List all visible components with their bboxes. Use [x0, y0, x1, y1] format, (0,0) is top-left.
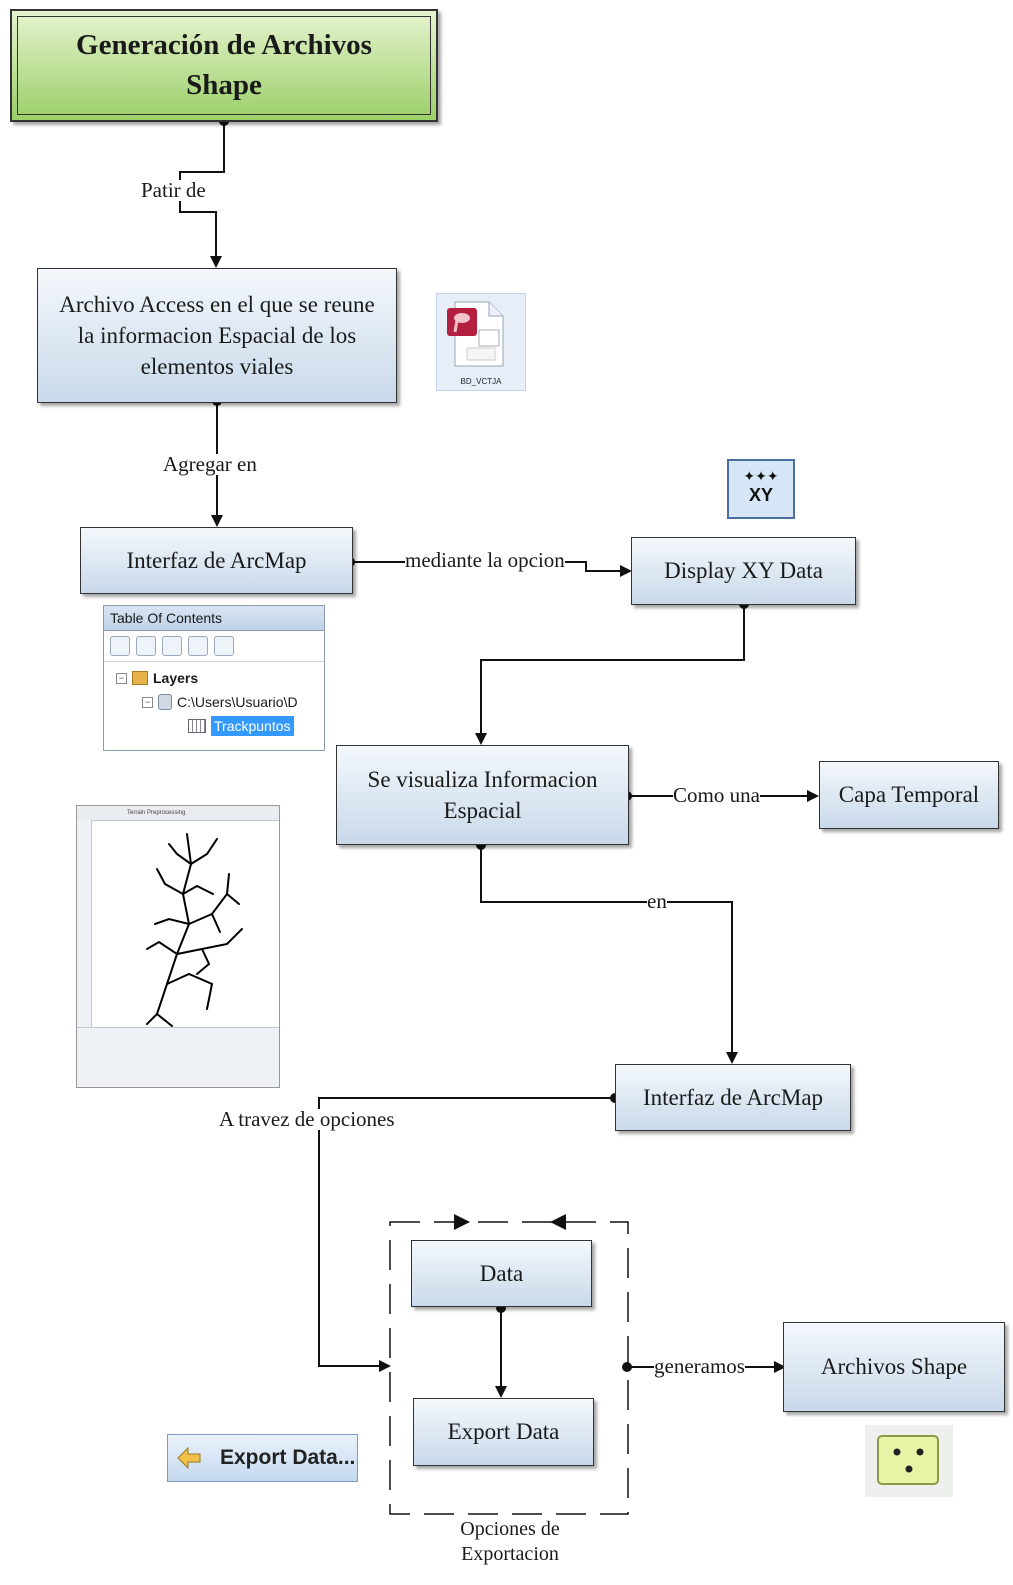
access-file-text: Archivo Access en el que se reune la inf…	[59, 291, 375, 380]
add-xy-data-icon: ✦✦✦ XY	[727, 459, 795, 519]
table-of-contents-panel: Table Of Contents − Layers − C:\Users\Us…	[103, 605, 325, 751]
toc-title: Table Of Contents	[104, 606, 324, 631]
toc-layers-row[interactable]: − Layers	[116, 668, 198, 688]
road-network-map	[146, 833, 243, 1027]
arcmap-interface-node: Interfaz de ArcMap	[80, 527, 353, 594]
data-node: Data	[411, 1240, 592, 1307]
list-by-source-icon[interactable]	[136, 636, 156, 656]
title-text: Generación de Archivos Shape	[76, 29, 372, 101]
edge-label-agregar: Agregar en	[163, 452, 257, 476]
toc-layers-label: Layers	[153, 670, 199, 686]
display-xy-data-node: Display XY Data	[631, 537, 856, 605]
arcmap-interface-node-2: Interfaz de ArcMap	[615, 1064, 851, 1131]
shapefile-icon-tile	[865, 1425, 953, 1497]
access-database-icon	[447, 301, 504, 367]
export-data-button-label: Export Data...	[220, 1446, 356, 1469]
map-side-panel	[77, 820, 92, 1027]
data-text: Data	[479, 1260, 524, 1286]
visualize-spatial-text: Se visualiza Informacion Espacial	[367, 766, 598, 823]
table-icon	[188, 719, 206, 733]
collapse-icon-2[interactable]: −	[142, 696, 153, 708]
arcmap-map-screenshot: Terrain Preprocessing	[76, 805, 280, 1088]
export-data-node: Export Data	[413, 1398, 594, 1466]
toc-layer-row[interactable]: Trackpuntos	[188, 716, 294, 736]
list-by-selection-icon[interactable]	[188, 636, 208, 656]
temporary-layer-node: Capa Temporal	[819, 761, 999, 829]
edge-label-en: en	[647, 889, 667, 913]
title-node: Generación de Archivos Shape	[10, 9, 438, 122]
access-file-node: Archivo Access en el que se reune la inf…	[37, 268, 397, 403]
toc-selected-layer[interactable]: Trackpuntos	[211, 716, 294, 736]
layers-folder-icon	[132, 671, 148, 685]
display-xy-data-text: Display XY Data	[664, 558, 823, 584]
access-file-name: BD_VCTJA	[460, 377, 502, 386]
xy-icon-text: XY	[748, 485, 773, 505]
map-toolbar: Terrain Preprocessing	[77, 806, 279, 821]
shapefiles-node: Archivos Shape	[783, 1322, 1005, 1412]
toc-toolbar	[104, 631, 324, 662]
collapse-icon[interactable]: −	[116, 672, 127, 684]
edge-label-atravez: A travez de opciones	[219, 1107, 395, 1131]
toc-source-path: C:\Users\Usuario\D	[177, 694, 298, 710]
group-caption: Opciones de Exportacion	[460, 1518, 560, 1565]
edge-label-generamos: generamos	[654, 1354, 745, 1378]
visualize-spatial-node: Se visualiza Informacion Espacial	[336, 745, 629, 845]
access-file-thumbnail: BD_VCTJA	[436, 293, 526, 391]
edge-label-como: Como una	[673, 783, 760, 807]
arcmap-interface-text: Interfaz de ArcMap	[126, 547, 307, 573]
edge-label-patir: Patir de	[141, 178, 206, 202]
options-icon[interactable]	[214, 636, 234, 656]
point-shapefile-icon	[877, 1435, 939, 1485]
list-by-drawing-order-icon[interactable]	[110, 636, 130, 656]
temporary-layer-text: Capa Temporal	[838, 782, 980, 808]
shapefiles-text: Archivos Shape	[820, 1354, 968, 1380]
export-arrow-icon	[177, 1446, 201, 1470]
export-data-menu-button[interactable]: Export Data...	[167, 1434, 358, 1482]
edge-label-mediante: mediante la opcion	[405, 548, 565, 572]
list-by-visibility-icon[interactable]	[162, 636, 182, 656]
toc-source-row[interactable]: − C:\Users\Usuario\D	[142, 692, 298, 712]
export-data-text: Export Data	[447, 1419, 560, 1445]
database-icon	[158, 694, 172, 710]
arcmap-interface-text-2: Interfaz de ArcMap	[642, 1084, 824, 1110]
map-toolbars	[77, 1027, 279, 1087]
